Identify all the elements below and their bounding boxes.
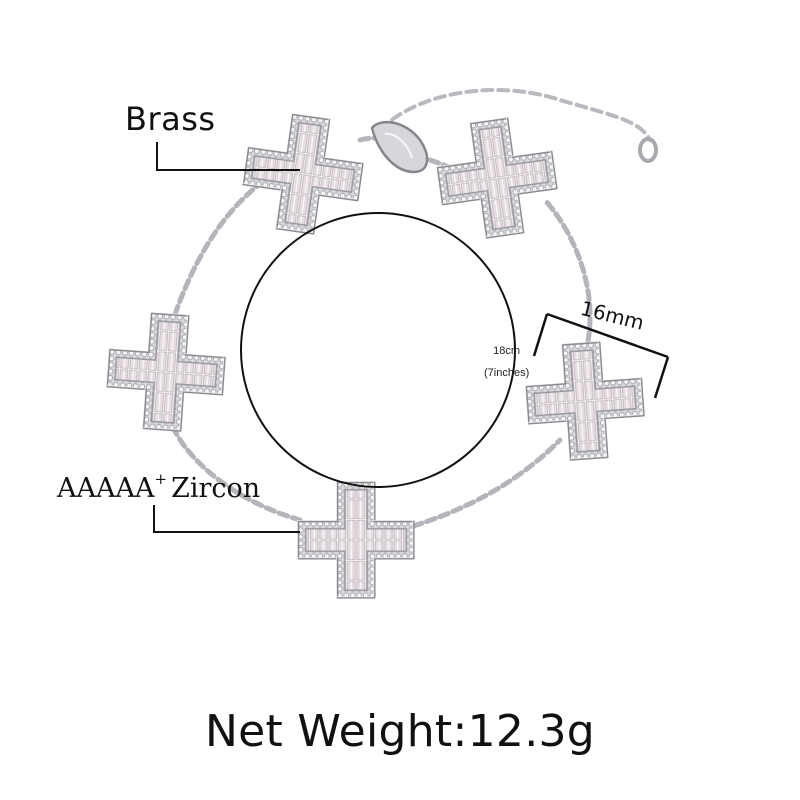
width-dimension-bracket <box>532 312 670 399</box>
cross-charm-top-right <box>429 111 564 245</box>
cross-charm-right <box>521 337 648 464</box>
stone-grade: AAAAA <box>57 473 155 504</box>
net-weight-label: Net Weight:12.3g <box>204 706 596 757</box>
size-circle <box>240 212 516 488</box>
cross-charm-left <box>102 308 229 435</box>
length-cm: 18cm <box>493 345 521 357</box>
stone-label: AAAAA+Zircon <box>57 470 260 504</box>
stone-type: Zircon <box>171 473 261 504</box>
stone-grade-plus: + <box>154 470 168 488</box>
extension-chain <box>378 88 652 142</box>
length-inches: (7inches) <box>484 367 530 379</box>
cross-charm-top-left <box>236 106 370 241</box>
extension-end-drop <box>638 137 658 163</box>
zircon-callout-line <box>153 505 300 533</box>
lobster-clasp <box>370 120 429 174</box>
cross-charm-bottom <box>296 480 415 599</box>
length-label: 18cm (7inches) <box>484 340 529 384</box>
brass-callout-line <box>156 142 300 171</box>
material-label: Brass <box>125 100 216 138</box>
